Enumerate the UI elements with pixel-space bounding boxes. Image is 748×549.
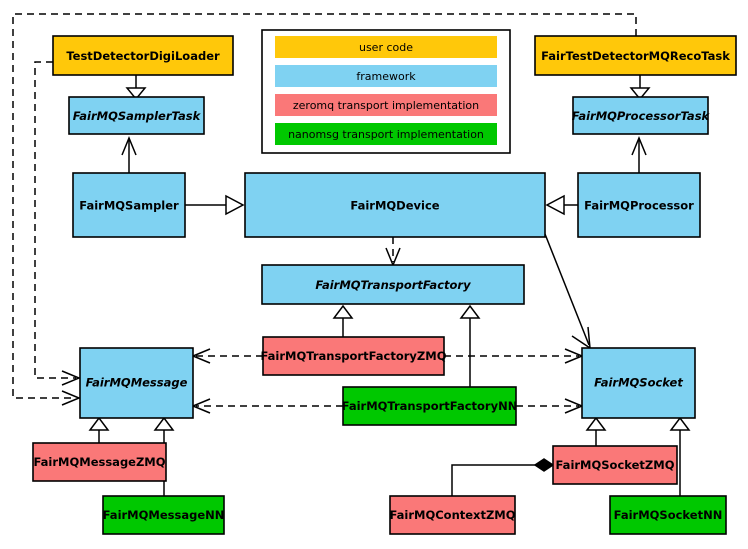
class-label-fairmqsocketzmq: FairMQSocketZMQ (556, 458, 675, 472)
legend-item-user-code: user code (275, 36, 497, 58)
class-node-fairmqprocessor[interactable]: FairMQProcessor (577, 172, 701, 238)
class-box-fairmqsamplertask[interactable] (68, 96, 205, 135)
class-box-testdetectordigiloader[interactable] (52, 35, 234, 76)
class-node-fairmqsocketzmq[interactable]: FairMQSocketZMQ (552, 445, 678, 485)
legend-label-framework: framework (356, 70, 416, 83)
legend-label-nanomsg: nanomsg transport implementation (288, 128, 484, 141)
class-node-fairmqtransportfactory[interactable]: FairMQTransportFactory (261, 264, 525, 305)
class-box-fairmqsocketzmq[interactable] (552, 445, 678, 485)
class-node-fairtestdetectormqrecotask[interactable]: FairTestDetectorMQRecoTask (534, 35, 737, 76)
class-box-fairtestdetectormqrecotask[interactable] (534, 35, 737, 76)
legend-label-user-code: user code (359, 41, 413, 54)
class-node-fairmqsocket[interactable]: FairMQSocket (581, 347, 696, 419)
legend-item-nanomsg: nanomsg transport implementation (275, 123, 497, 145)
edge-socketzmq-inherits-socket (585, 416, 607, 446)
legend-label-zeromq: zeromq transport implementation (293, 99, 479, 112)
class-node-fairmqtransportfactorynn[interactable]: FairMQTransportFactoryNN (342, 386, 518, 426)
class-label-fairmqsocket: FairMQSocket (594, 376, 683, 390)
class-label-fairtestdetectormqrecotask: FairTestDetectorMQRecoTask (541, 49, 730, 63)
class-box-fairmqtransportfactorynn[interactable] (342, 386, 517, 426)
class-node-fairmqsocketnn[interactable]: FairMQSocketNN (609, 495, 727, 535)
class-label-fairmqprocessortask: FairMQProcessorTask (572, 109, 711, 123)
class-box-fairmqdevice[interactable] (244, 172, 546, 238)
class-node-fairmqsampler[interactable]: FairMQSampler (72, 172, 186, 238)
class-label-fairmqprocessor: FairMQProcessor (584, 199, 694, 213)
edge-digiloader-depends-message (34, 61, 81, 386)
class-box-fairmqtransportfactory[interactable] (261, 264, 525, 305)
legend-item-zeromq: zeromq transport implementation (275, 94, 497, 116)
edge-factoryzmq-inherits-factory (332, 304, 354, 337)
class-node-fairmqsamplertask[interactable]: FairMQSamplerTask (68, 96, 205, 135)
edge-processor-inherits-device (545, 194, 578, 216)
edge-sampler-uses-samplertask (121, 136, 137, 173)
class-label-fairmqcontextzmq: FairMQContextZMQ (389, 508, 515, 522)
class-box-fairmqcontextzmq[interactable] (389, 495, 516, 535)
class-node-fairmqprocessortask[interactable]: FairMQProcessorTask (572, 96, 711, 135)
class-label-testdetectordigiloader: TestDetectorDigiLoader (66, 49, 220, 63)
class-label-fairmqsamplertask: FairMQSamplerTask (73, 109, 202, 123)
class-box-fairmqmessagenn[interactable] (102, 495, 225, 535)
class-node-fairmqtransportfactoryzmq[interactable]: FairMQTransportFactoryZMQ (260, 336, 447, 376)
class-node-fairmqdevice[interactable]: FairMQDevice (244, 172, 546, 238)
class-label-fairmqmessagenn: FairMQMessageNN (103, 508, 225, 522)
class-label-fairmqmessagezmq: FairMQMessageZMQ (33, 455, 165, 469)
class-label-fairmqdevice: FairMQDevice (350, 199, 439, 213)
class-label-fairmqtransportfactoryzmq: FairMQTransportFactoryZMQ (260, 349, 446, 363)
class-label-fairmqsocketnn: FairMQSocketNN (614, 508, 723, 522)
class-node-fairmqmessagenn[interactable]: FairMQMessageNN (102, 495, 225, 535)
class-node-testdetectordigiloader[interactable]: TestDetectorDigiLoader (52, 35, 234, 76)
legend-swatch-zeromq (275, 94, 497, 116)
legend-swatch-framework (275, 65, 497, 87)
class-label-fairmqsampler: FairMQSampler (79, 199, 179, 213)
class-node-fairmqmessagezmq[interactable]: FairMQMessageZMQ (32, 442, 167, 482)
edge-sampler-inherits-device (185, 194, 245, 216)
class-box-fairmqsocketnn[interactable] (609, 495, 727, 535)
edge-factorynn-inherits-factory (459, 304, 481, 387)
edge-socketnn-inherits-socket (669, 416, 691, 496)
legend-item-framework: framework (275, 65, 497, 87)
class-label-fairmqtransportfactory: FairMQTransportFactory (315, 278, 471, 292)
edge-digiloader-inherits-samplertask (125, 75, 147, 101)
class-box-fairmqprocessortask[interactable] (572, 96, 709, 135)
edge-messagezmq-inherits-message (88, 416, 110, 443)
edge-processor-uses-processortask (631, 136, 647, 173)
edge-recotask-inherits-processortask (629, 75, 651, 101)
class-label-fairmqtransportfactorynn: FairMQTransportFactoryNN (342, 399, 518, 413)
class-box-fairmqsocket[interactable] (581, 347, 696, 419)
class-node-fairmqcontextzmq[interactable]: FairMQContextZMQ (389, 495, 516, 535)
legend-swatch-user-code (275, 36, 497, 58)
edge-recotask-depends-message (12, 13, 637, 406)
class-box-fairmqmessagezmq[interactable] (32, 442, 167, 482)
class-label-fairmqmessage: FairMQMessage (86, 376, 188, 390)
class-node-fairmqmessage[interactable]: FairMQMessage (79, 347, 194, 419)
class-box-fairmqmessage[interactable] (79, 347, 194, 419)
class-box-fairmqprocessor[interactable] (577, 172, 701, 238)
class-box-fairmqtransportfactoryzmq[interactable] (262, 336, 445, 376)
legend-swatch-nanomsg (275, 123, 497, 145)
class-box-fairmqsampler[interactable] (72, 172, 186, 238)
